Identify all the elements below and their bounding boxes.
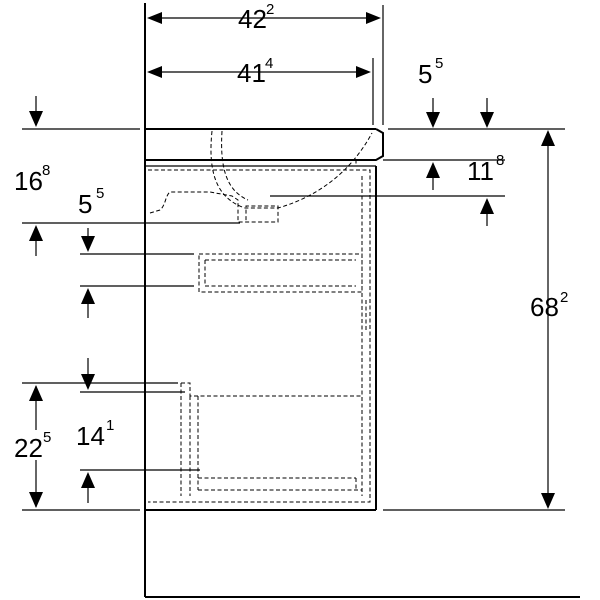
drawer-height-value: 22	[14, 433, 43, 463]
overall-width-sup: 2	[266, 1, 274, 18]
drawer-height-sup: 5	[43, 429, 51, 446]
washbasin-top	[145, 128, 384, 167]
dimension-inner-width: 41 4	[147, 55, 374, 125]
dimension-overall-width: 42 2	[147, 1, 384, 125]
upper-drawer-outline	[198, 253, 363, 293]
overall-height-sup: 2	[560, 289, 568, 306]
inner-width-value: 41	[237, 58, 266, 88]
top-thickness-sup: 8	[496, 152, 504, 169]
basin-depth-value: 16	[14, 166, 43, 196]
top-offset-value: 5	[418, 59, 432, 89]
dimension-top-thickness: 11 8	[270, 152, 505, 226]
drawer-inner-value: 14	[76, 421, 105, 451]
overall-height-value: 68	[530, 292, 559, 322]
dimension-drawer-offset: 5 5	[78, 185, 194, 318]
top-thickness-value: 11	[467, 156, 494, 186]
dimension-top-offset: 5 5	[418, 55, 494, 128]
drawer-offset-value: 5	[78, 189, 92, 219]
top-offset-sup: 5	[435, 55, 443, 72]
lower-drawer-outline	[180, 382, 362, 496]
dimension-drawer-inner: 14 1	[76, 358, 200, 503]
dimension-drawer-height: 22 5	[12, 382, 178, 511]
inner-width-sup: 4	[265, 55, 273, 72]
basin-depth-sup: 8	[42, 162, 50, 179]
cabinet-body	[144, 166, 377, 511]
drawer-offset-sup: 5	[96, 185, 104, 202]
overall-width-value: 42	[238, 4, 267, 34]
drawer-inner-sup: 1	[106, 417, 114, 434]
dimension-basin-depth: 16 8	[14, 96, 240, 256]
dimension-overall-height: 68 2	[383, 128, 568, 511]
